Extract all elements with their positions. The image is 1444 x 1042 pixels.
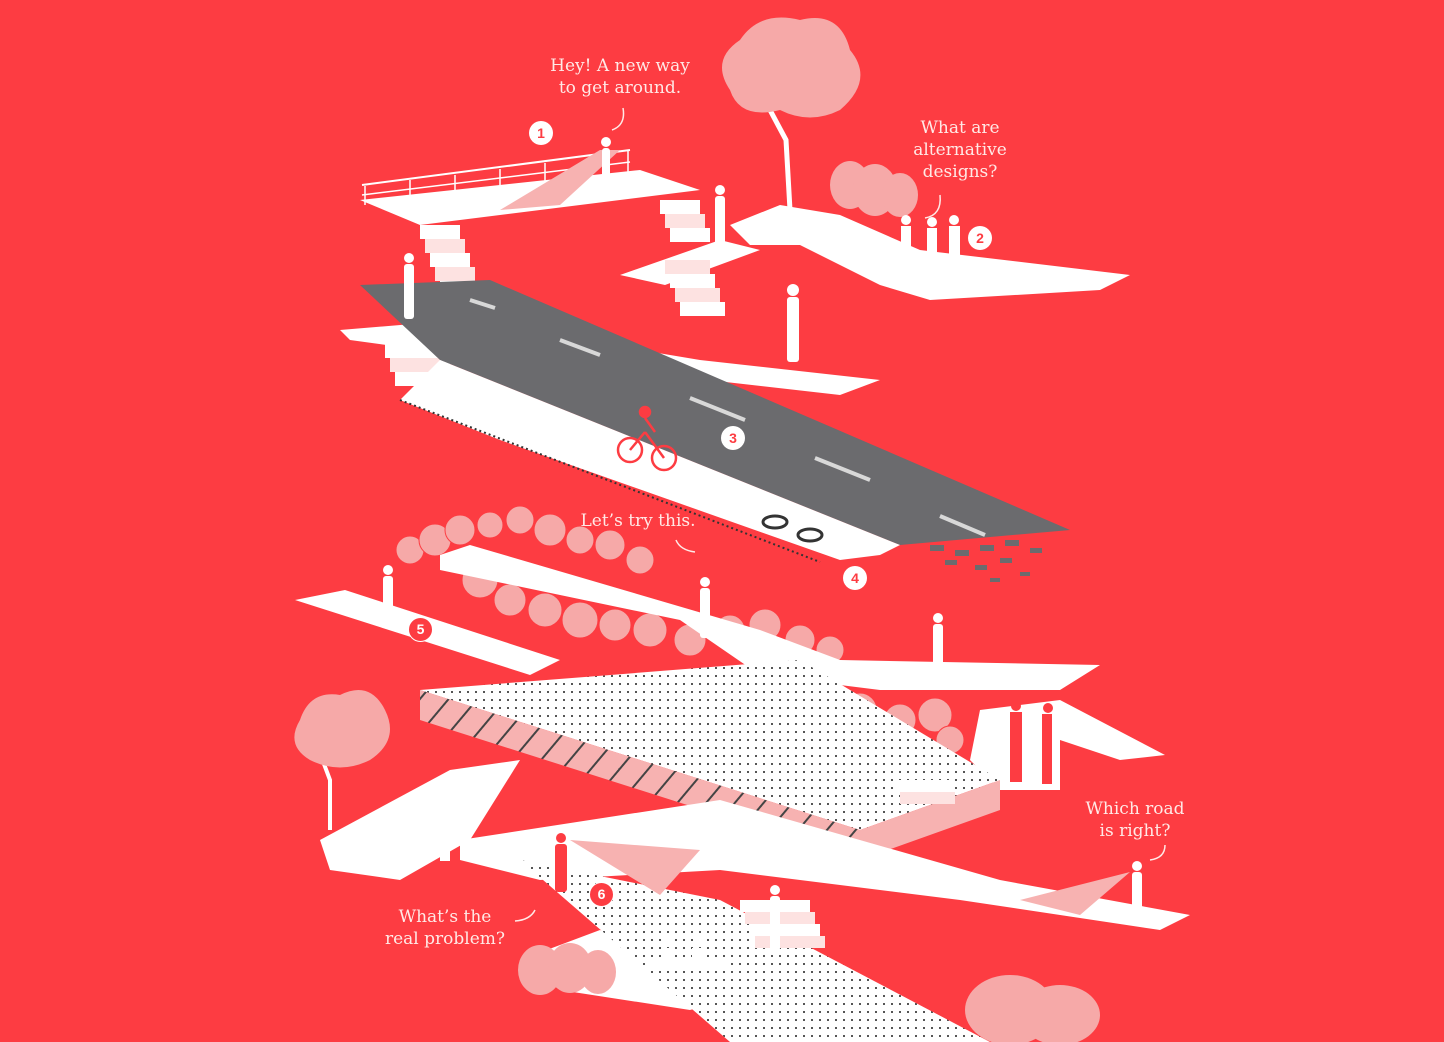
person-stairs-left [404, 253, 414, 319]
stairs-middle [660, 200, 725, 316]
upper-deck [360, 149, 700, 225]
person-upper-deck [601, 137, 611, 188]
speech-which-road: Which road is right? [1085, 799, 1185, 841]
bike-symbol [761, 514, 824, 543]
people-red [555, 701, 1053, 892]
marker-1: 1 [529, 121, 553, 145]
view-cone-road [1020, 872, 1130, 915]
person-stroller [933, 613, 943, 674]
right-walkway-mid [970, 700, 1165, 790]
person-lookout [1132, 861, 1142, 924]
person-walkway [787, 284, 799, 362]
speech-new-way: Hey! A new way to get around. [550, 56, 690, 98]
speech-alternatives: What are alternative designs? [913, 118, 1007, 182]
speech-try-this: Let’s try this. [580, 511, 696, 531]
cyclist [616, 405, 678, 472]
people [383, 137, 1142, 968]
bushes-top-right [830, 161, 918, 217]
marker-2: 2 [968, 226, 992, 250]
group-red-talking [1010, 701, 1053, 784]
marker-3: 3 [721, 426, 745, 450]
view-cone-problem [570, 840, 700, 895]
person-stairs-middle [715, 185, 725, 246]
person-stairs-lower [770, 885, 780, 951]
marker-6: 6 [589, 882, 614, 907]
road [360, 280, 1070, 582]
person-pointing [700, 577, 710, 638]
bike-lane [399, 360, 900, 563]
marker-4: 4 [843, 566, 867, 590]
people-bench [645, 937, 725, 968]
group-discussing [901, 215, 960, 284]
speech-tails [514, 107, 1166, 922]
dotted-strip [520, 860, 990, 1042]
speech-real-problem: What’s the real problem? [384, 907, 506, 949]
marker-5: 5 [408, 617, 433, 642]
person-walking-red [555, 833, 567, 892]
bushes-bottom [518, 943, 1100, 1042]
group-family [420, 795, 450, 861]
middle-path [440, 545, 1100, 690]
tree-top [722, 17, 861, 211]
tree-bottom-left [294, 690, 390, 830]
person-dog-walker [383, 565, 393, 626]
